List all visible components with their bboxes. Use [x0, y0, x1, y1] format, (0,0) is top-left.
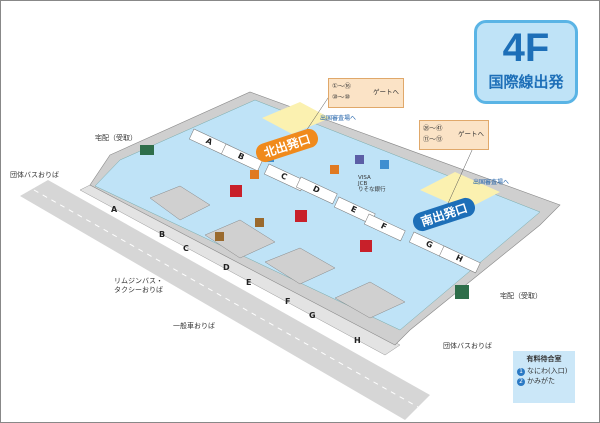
gate-range-2: ⑩～⑩: [332, 93, 351, 101]
gate-suffix: ゲートへ: [458, 130, 484, 138]
group-bus-label-right: 団体バスおりば: [443, 342, 492, 350]
callout-line-2: [444, 147, 474, 211]
void-2: [204, 219, 276, 259]
immigration-label-south: 出国審査場へ: [473, 179, 510, 186]
void-4: [334, 281, 406, 319]
bank-jcb: JCB: [358, 181, 368, 187]
void-3: [264, 247, 336, 285]
gate-range-2: ⑪～⑬: [423, 135, 443, 143]
immigration-label-north: 出国審査場へ: [320, 115, 357, 122]
legend-label: かみがた: [527, 377, 555, 385]
lounge-2-icon: 2: [517, 378, 525, 386]
general-car-label: 一般車おりば: [173, 322, 215, 330]
curb-f: F: [285, 297, 291, 306]
gate-range-1: ①～⑯: [332, 82, 351, 90]
gate-range-1: ㉖～㊶: [423, 124, 443, 132]
bank-visa: VISA: [358, 175, 371, 181]
facility-icons: [140, 145, 469, 299]
gate-suffix: ゲートへ: [373, 88, 399, 96]
counter-islands: [189, 128, 481, 274]
curb-d: D: [223, 263, 230, 272]
curb-c: C: [183, 244, 189, 253]
curb-g: G: [309, 311, 316, 320]
curb-b: B: [159, 230, 166, 239]
floor-badge: 4F 国際線出発: [474, 20, 578, 104]
immigration-north: [262, 102, 330, 134]
delivery-label-right: 宅配（受取）: [500, 292, 542, 300]
lounge-1-icon: 1: [517, 368, 525, 376]
void-1: [149, 185, 211, 221]
bank-name: りそな銀行: [358, 187, 386, 193]
gate-callout-north: ①～⑯ ⑩～⑩ ゲートへ: [328, 78, 404, 108]
curb-e: E: [246, 278, 252, 287]
delivery-label-left: 宅配（受取）: [95, 134, 137, 142]
immigration-south: [420, 172, 500, 210]
curb-a: A: [111, 205, 118, 214]
floor-title: 国際線出発: [488, 73, 564, 91]
limousine-taxi-label: リムジンバス・ タクシーおりば: [114, 277, 163, 295]
curb-h: H: [354, 336, 361, 345]
road-lane: [33, 189, 419, 408]
legend-title: 有料待合室: [526, 355, 562, 363]
limousine-label: リムジンバス・: [114, 277, 163, 285]
concourse: [94, 99, 541, 331]
group-bus-label-left: 団体バスおりば: [10, 171, 59, 179]
legend-label: なにわ(入口): [527, 367, 568, 375]
gate-callout-south: ㉖～㊶ ⑪～⑬ ゲートへ: [419, 120, 489, 150]
floor-level: 4F: [502, 26, 550, 70]
taxi-label: タクシーおりば: [114, 286, 163, 294]
bank-label: VISA JCB りそな銀行: [358, 175, 386, 193]
